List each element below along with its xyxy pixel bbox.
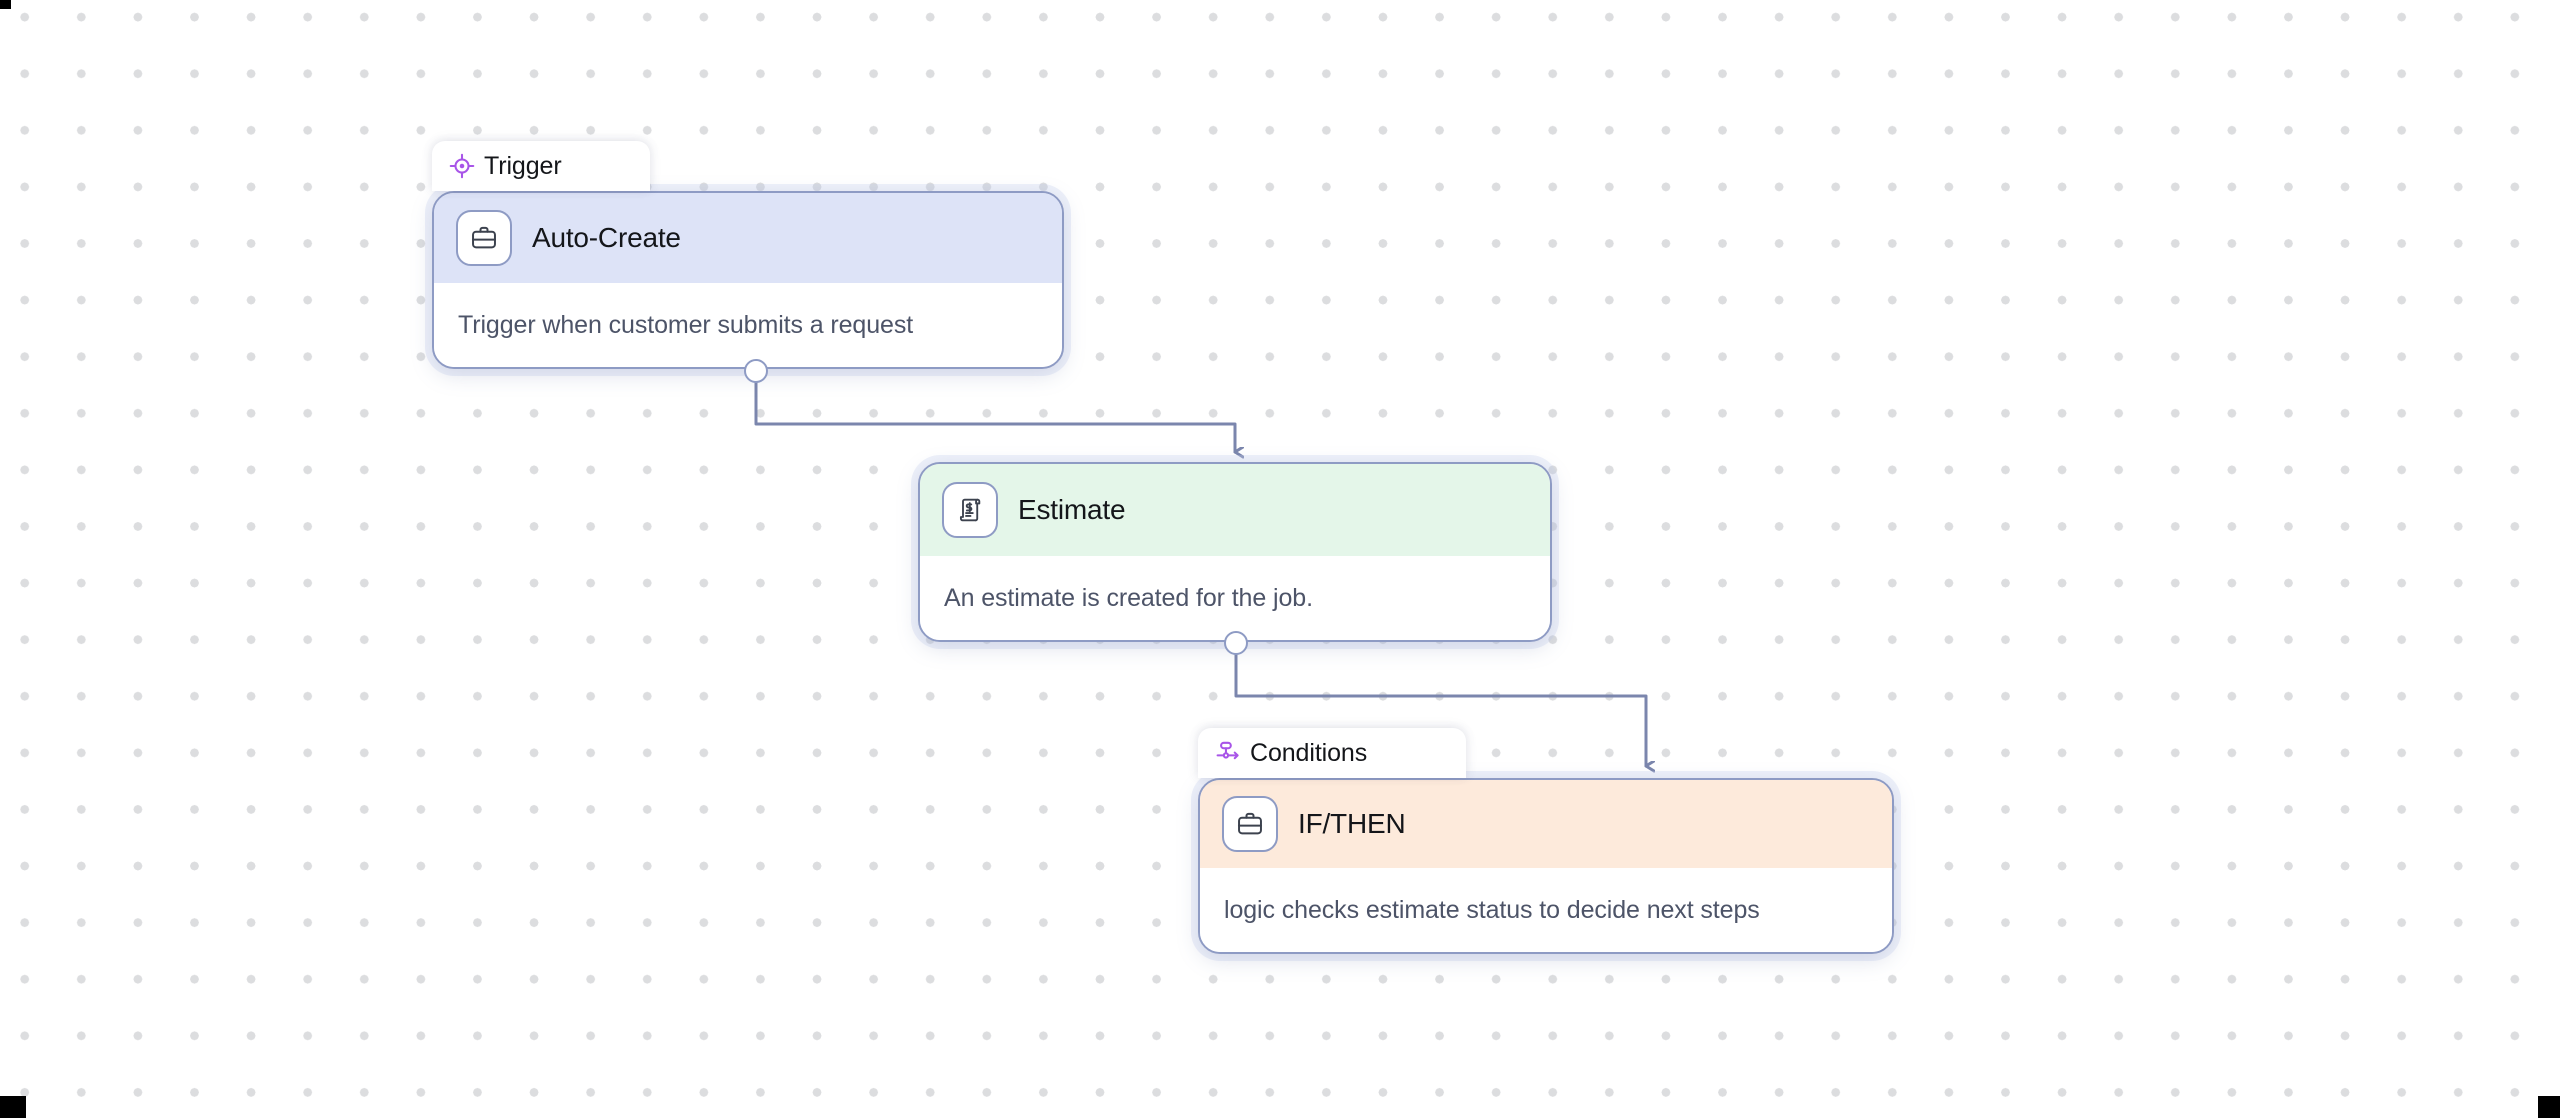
node-card-header: Estimate xyxy=(920,464,1550,556)
node-card-body: An estimate is created for the job. xyxy=(920,556,1550,640)
node-description: Trigger when customer submits a request xyxy=(458,311,914,340)
node-card-auto-create[interactable]: Auto-Create Trigger when customer submit… xyxy=(432,191,1064,369)
node-tab-trigger[interactable]: Trigger xyxy=(432,141,650,191)
edge-trigger-estimate xyxy=(754,370,1235,452)
node-output-port[interactable] xyxy=(1224,631,1248,655)
node-description: logic checks estimate status to decide n… xyxy=(1224,896,1760,925)
crosshair-target-icon xyxy=(449,153,475,179)
briefcase-icon xyxy=(1222,796,1278,852)
node-card-header: Auto-Create xyxy=(434,193,1062,283)
node-card-body: logic checks estimate status to decide n… xyxy=(1200,868,1892,952)
node-tab-label: Trigger xyxy=(484,151,562,180)
node-card-header: IF/THEN xyxy=(1200,780,1892,868)
corner-registration-mark-top-left xyxy=(0,0,11,9)
briefcase-icon xyxy=(456,210,512,266)
node-title: Estimate xyxy=(1018,494,1126,525)
node-tab-label: Conditions xyxy=(1250,738,1368,767)
node-output-port[interactable] xyxy=(744,359,768,383)
node-card-ifthen[interactable]: IF/THEN logic checks estimate status to … xyxy=(1198,778,1894,954)
receipt-dollar-icon xyxy=(942,482,998,538)
node-title: IF/THEN xyxy=(1298,808,1406,839)
corner-registration-mark-bottom-right xyxy=(2538,1096,2560,1118)
node-title: Auto-Create xyxy=(532,222,681,253)
branch-workflow-icon xyxy=(1215,740,1241,766)
corner-registration-mark-bottom-left xyxy=(0,1096,26,1118)
node-tab-conditions[interactable]: Conditions xyxy=(1198,728,1466,778)
node-card-estimate[interactable]: Estimate An estimate is created for the … xyxy=(918,462,1552,642)
node-description: An estimate is created for the job. xyxy=(944,584,1313,613)
node-card-body: Trigger when customer submits a request xyxy=(434,283,1062,367)
